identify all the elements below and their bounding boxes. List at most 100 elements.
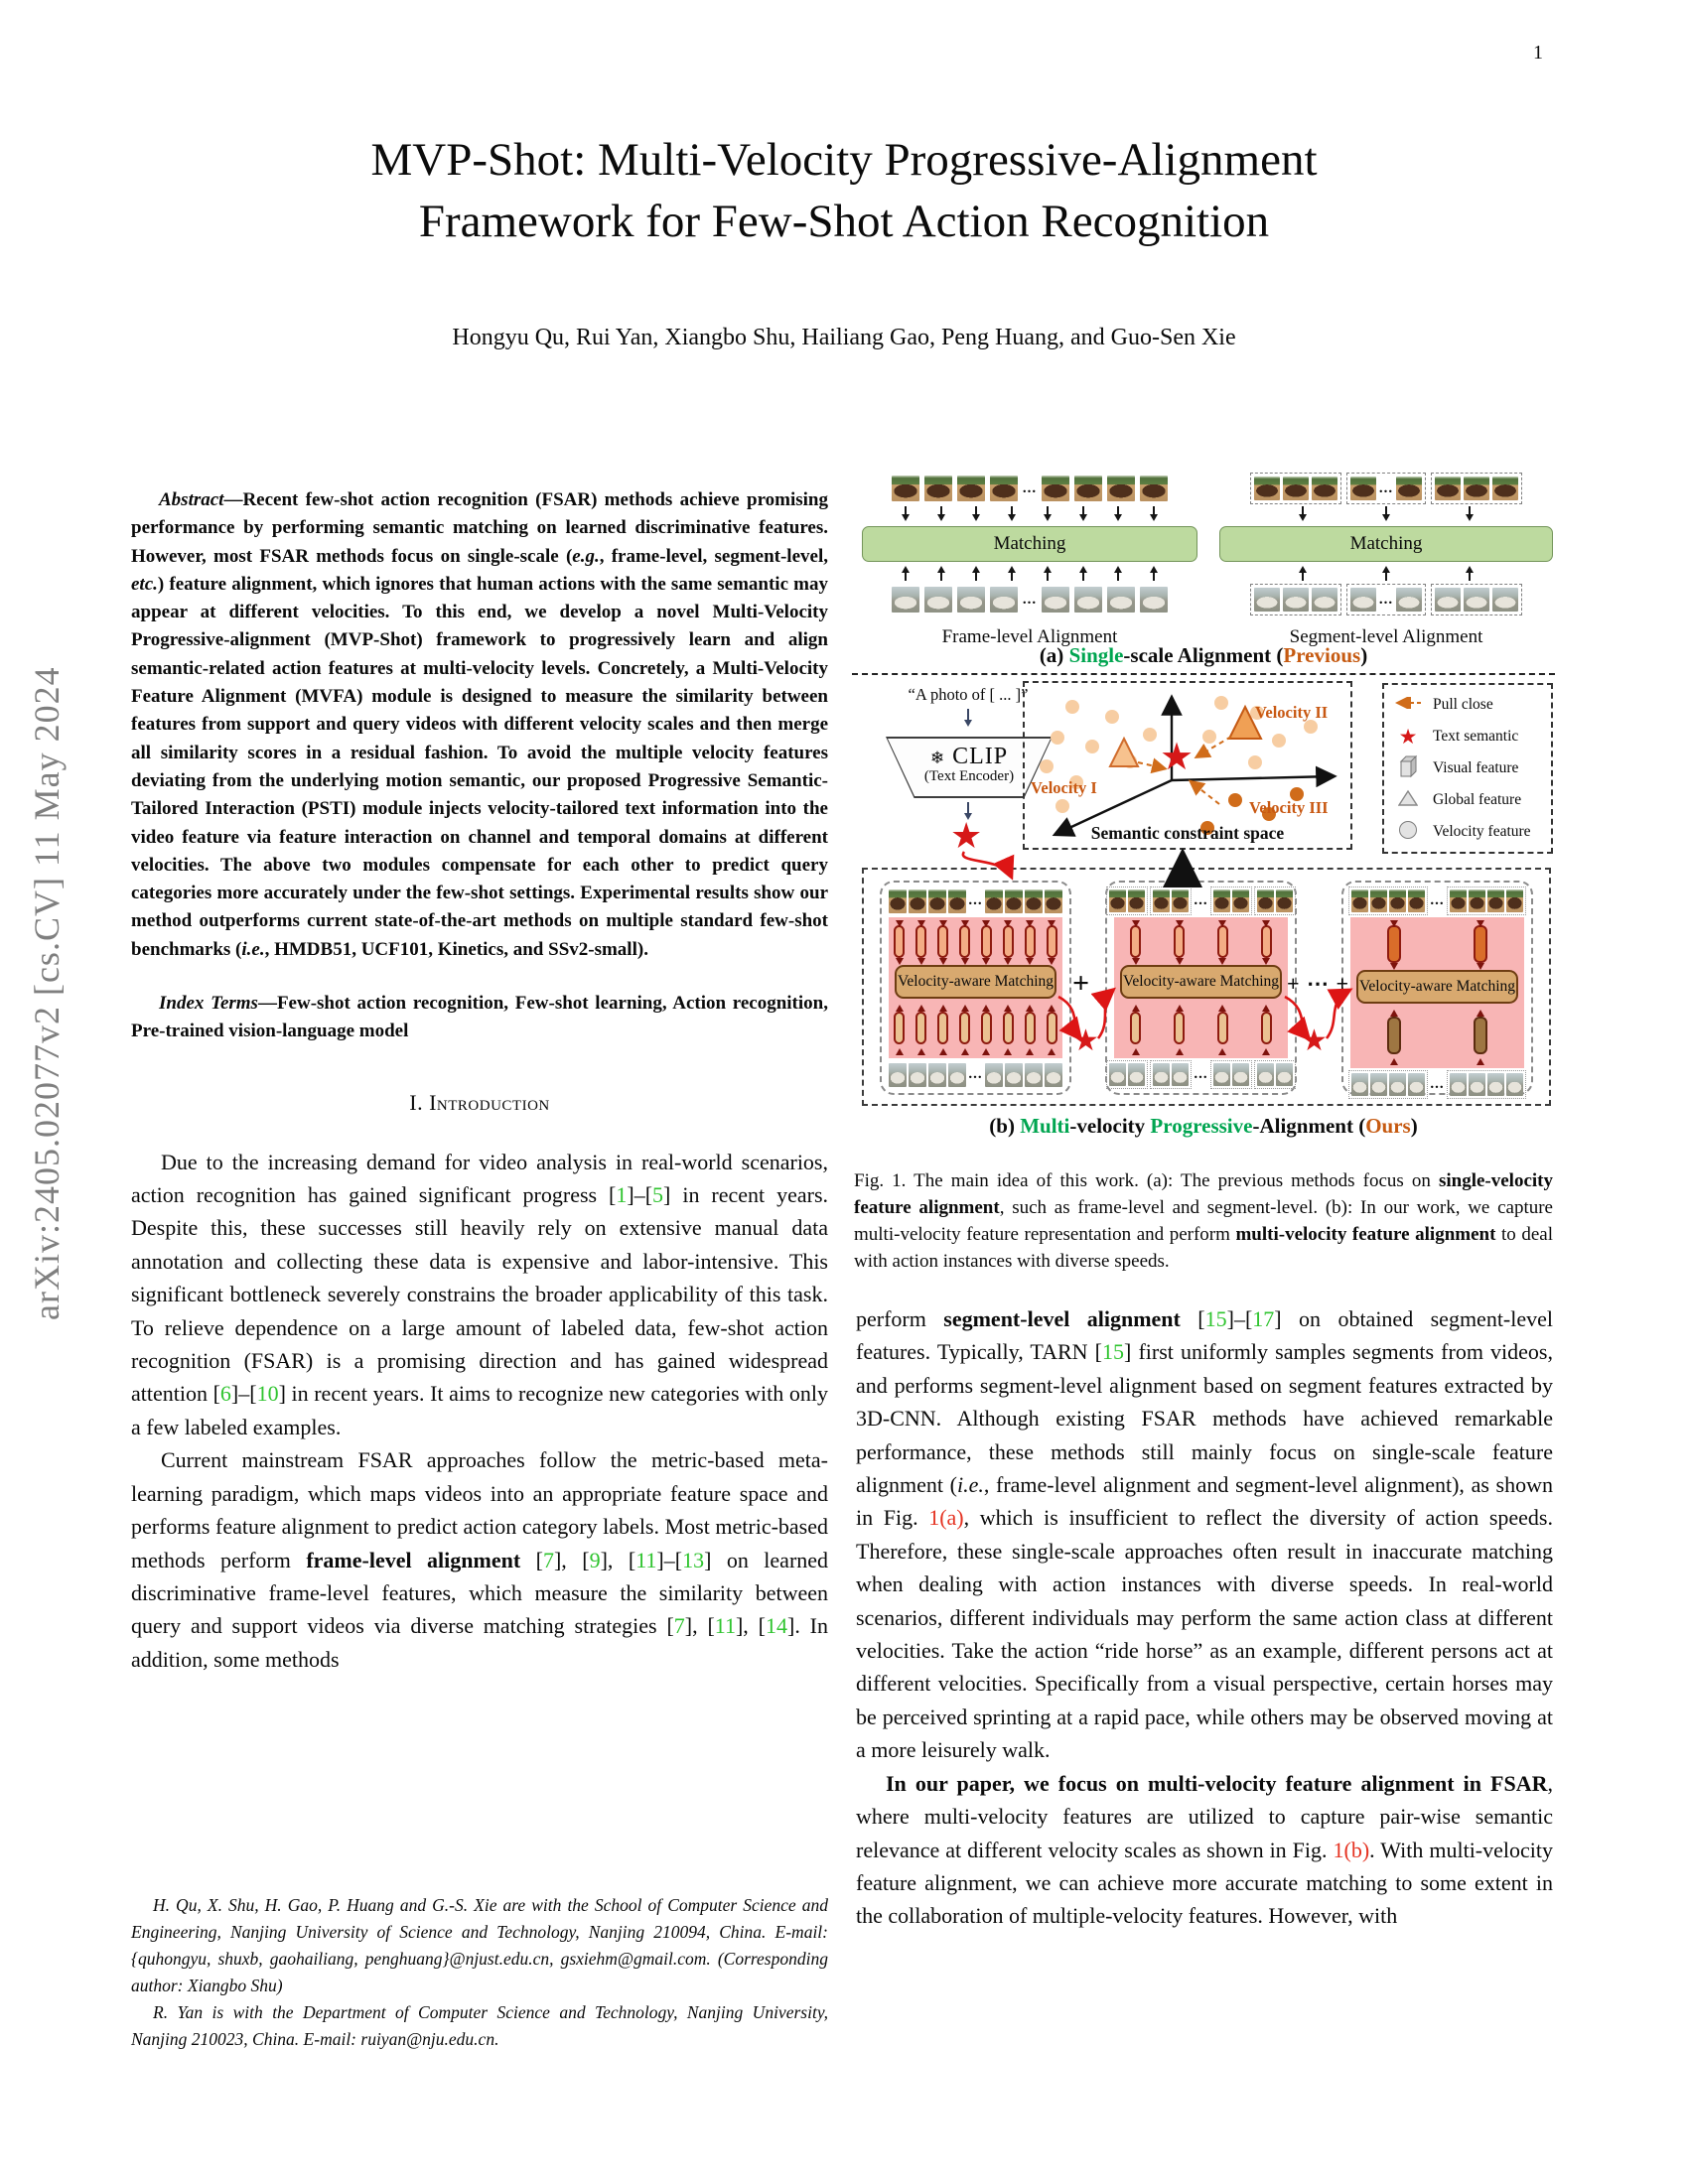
support-frames-row: ... [887, 1060, 1064, 1089]
feature-capsule-column [1002, 1001, 1014, 1055]
video-frame [1024, 1062, 1043, 1087]
video-frame [1464, 477, 1490, 500]
feature-capsule-column [1474, 920, 1488, 970]
feature-capsule-column [1260, 1001, 1272, 1055]
video-frame [1109, 889, 1127, 912]
feature-capsule-column [1216, 1001, 1228, 1055]
flow-arrow [1466, 566, 1474, 581]
velocity-feature-capsule [937, 1012, 949, 1044]
query-frames-row: ... [1106, 887, 1296, 915]
video-frame [1370, 1073, 1388, 1096]
feature-capsule-column [1386, 1006, 1401, 1065]
legend-item: Visual feature [1384, 752, 1551, 784]
text-semantic-star-icon: ★ [1160, 737, 1195, 778]
velocity-feature-capsule [1174, 1012, 1186, 1044]
global-feature-icon [1390, 789, 1426, 812]
video-frame [1486, 889, 1504, 912]
flow-arrow [1043, 566, 1052, 581]
video-frame [1389, 889, 1407, 912]
ellipsis: ... [1194, 1066, 1208, 1082]
pull-close-icon [1390, 695, 1426, 714]
flow-arrow [1299, 506, 1307, 521]
matching-box: Matching [1219, 526, 1553, 562]
velocity-feature-icon [1390, 820, 1426, 844]
segment-group [1431, 584, 1523, 615]
figure-divider [852, 673, 1555, 675]
author-footnote: H. Qu, X. Shu, H. Gao, P. Huang and G.-S… [131, 1892, 828, 2053]
video-frame [1505, 1073, 1523, 1096]
video-frame [984, 1062, 1003, 1087]
feature-capsule-column [1024, 920, 1036, 965]
video-frame [1468, 889, 1485, 912]
feature-capsule-column [959, 1001, 971, 1055]
feature-capsule-column [1046, 920, 1057, 965]
ellipsis: ... [968, 892, 983, 908]
velocity-feature-block: Velocity-aware Matching [1114, 917, 1288, 1058]
video-frame [1492, 588, 1519, 612]
segment-group [1446, 1070, 1526, 1099]
feature-capsule-column [1130, 1001, 1142, 1055]
video-frame [1231, 889, 1249, 912]
text-semantic-star-icon: ★ [1072, 1024, 1099, 1057]
figure-legend: Pull close ★ Text semantic Visual featur… [1382, 683, 1553, 854]
video-frame [889, 888, 908, 913]
segment-group [1253, 1060, 1296, 1089]
velocity-feature-capsule [1474, 1017, 1488, 1054]
video-frame [928, 1062, 947, 1087]
video-frame [891, 587, 919, 613]
video-frame [1004, 1062, 1023, 1087]
velocity-feature-capsule [1002, 1012, 1014, 1044]
subfigure-a-caption: (a) Single-scale Alignment (Previous) [1039, 643, 1368, 667]
down-arrows [862, 506, 1197, 526]
video-frame [889, 1062, 908, 1087]
feature-capsule-column [1174, 1001, 1186, 1055]
video-frame [1128, 889, 1146, 912]
video-frame [909, 888, 927, 913]
abstract: Abstract—Recent few-shot action recognit… [131, 489, 828, 960]
velocity-aware-matching-box: Velocity-aware Matching [1356, 970, 1518, 1004]
footnote-affiliation-2: R. Yan is with the Department of Compute… [131, 2002, 828, 2049]
ellipsis: ... [1194, 892, 1208, 908]
video-frame [956, 476, 985, 501]
segment-group [1249, 584, 1341, 615]
text-prompt: “A photo of [ ... ]” [908, 685, 1029, 704]
segment-group [1150, 887, 1193, 915]
video-frame [1282, 588, 1309, 612]
author-list: Hongyu Qu, Rui Yan, Xiangbo Shu, Hailian… [452, 325, 1236, 350]
video-frame [1311, 588, 1337, 612]
velocity-feature-block: Velocity-aware Matching [1350, 917, 1524, 1068]
footnote-affiliation-1: H. Qu, X. Shu, H. Gao, P. Huang and G.-S… [131, 1895, 828, 1995]
flow-arrow [936, 566, 945, 581]
video-frame [1435, 588, 1462, 612]
video-frame [1408, 1073, 1426, 1096]
index-terms: Index Terms—Few-shot action recognition,… [131, 993, 828, 1042]
video-frame [1349, 588, 1376, 612]
subfigure-b-caption: (b) Multi-velocity Progressive-Alignment… [989, 1114, 1418, 1138]
flow-arrow [1008, 506, 1017, 521]
video-frame [1370, 889, 1388, 912]
segment-group [1106, 887, 1149, 915]
feature-capsule-column [1474, 1006, 1488, 1065]
video-frame [1044, 1062, 1062, 1087]
feature-capsule-column [1046, 1001, 1057, 1055]
video-frame [1351, 1073, 1369, 1096]
video-frame [1449, 889, 1467, 912]
segment-group [1150, 1060, 1193, 1089]
frame-level-alignment-diagram: ... Matching ... Frame-level Alignment [862, 471, 1197, 648]
support-segments-row: ... [1219, 582, 1553, 617]
left-column: Abstract—Recent few-shot action recognit… [131, 486, 828, 1676]
up-arrows [1219, 562, 1553, 582]
feature-capsule-column [1386, 920, 1401, 970]
flow-arrow [1299, 566, 1307, 581]
video-frame [1212, 889, 1230, 912]
velocity-1-label: Velocity I [1031, 778, 1097, 797]
video-frame [923, 476, 952, 501]
plus-dots-operator: + ⋯ + [1287, 971, 1350, 996]
support-frames-row: ... [1106, 1060, 1296, 1089]
legend-item: Global feature [1384, 784, 1551, 816]
feature-capsule-column [937, 920, 949, 965]
video-frame [956, 587, 985, 613]
velocity-feature-capsule [1130, 1012, 1142, 1044]
video-frame [1140, 476, 1169, 501]
ellipsis: ... [968, 1066, 983, 1082]
